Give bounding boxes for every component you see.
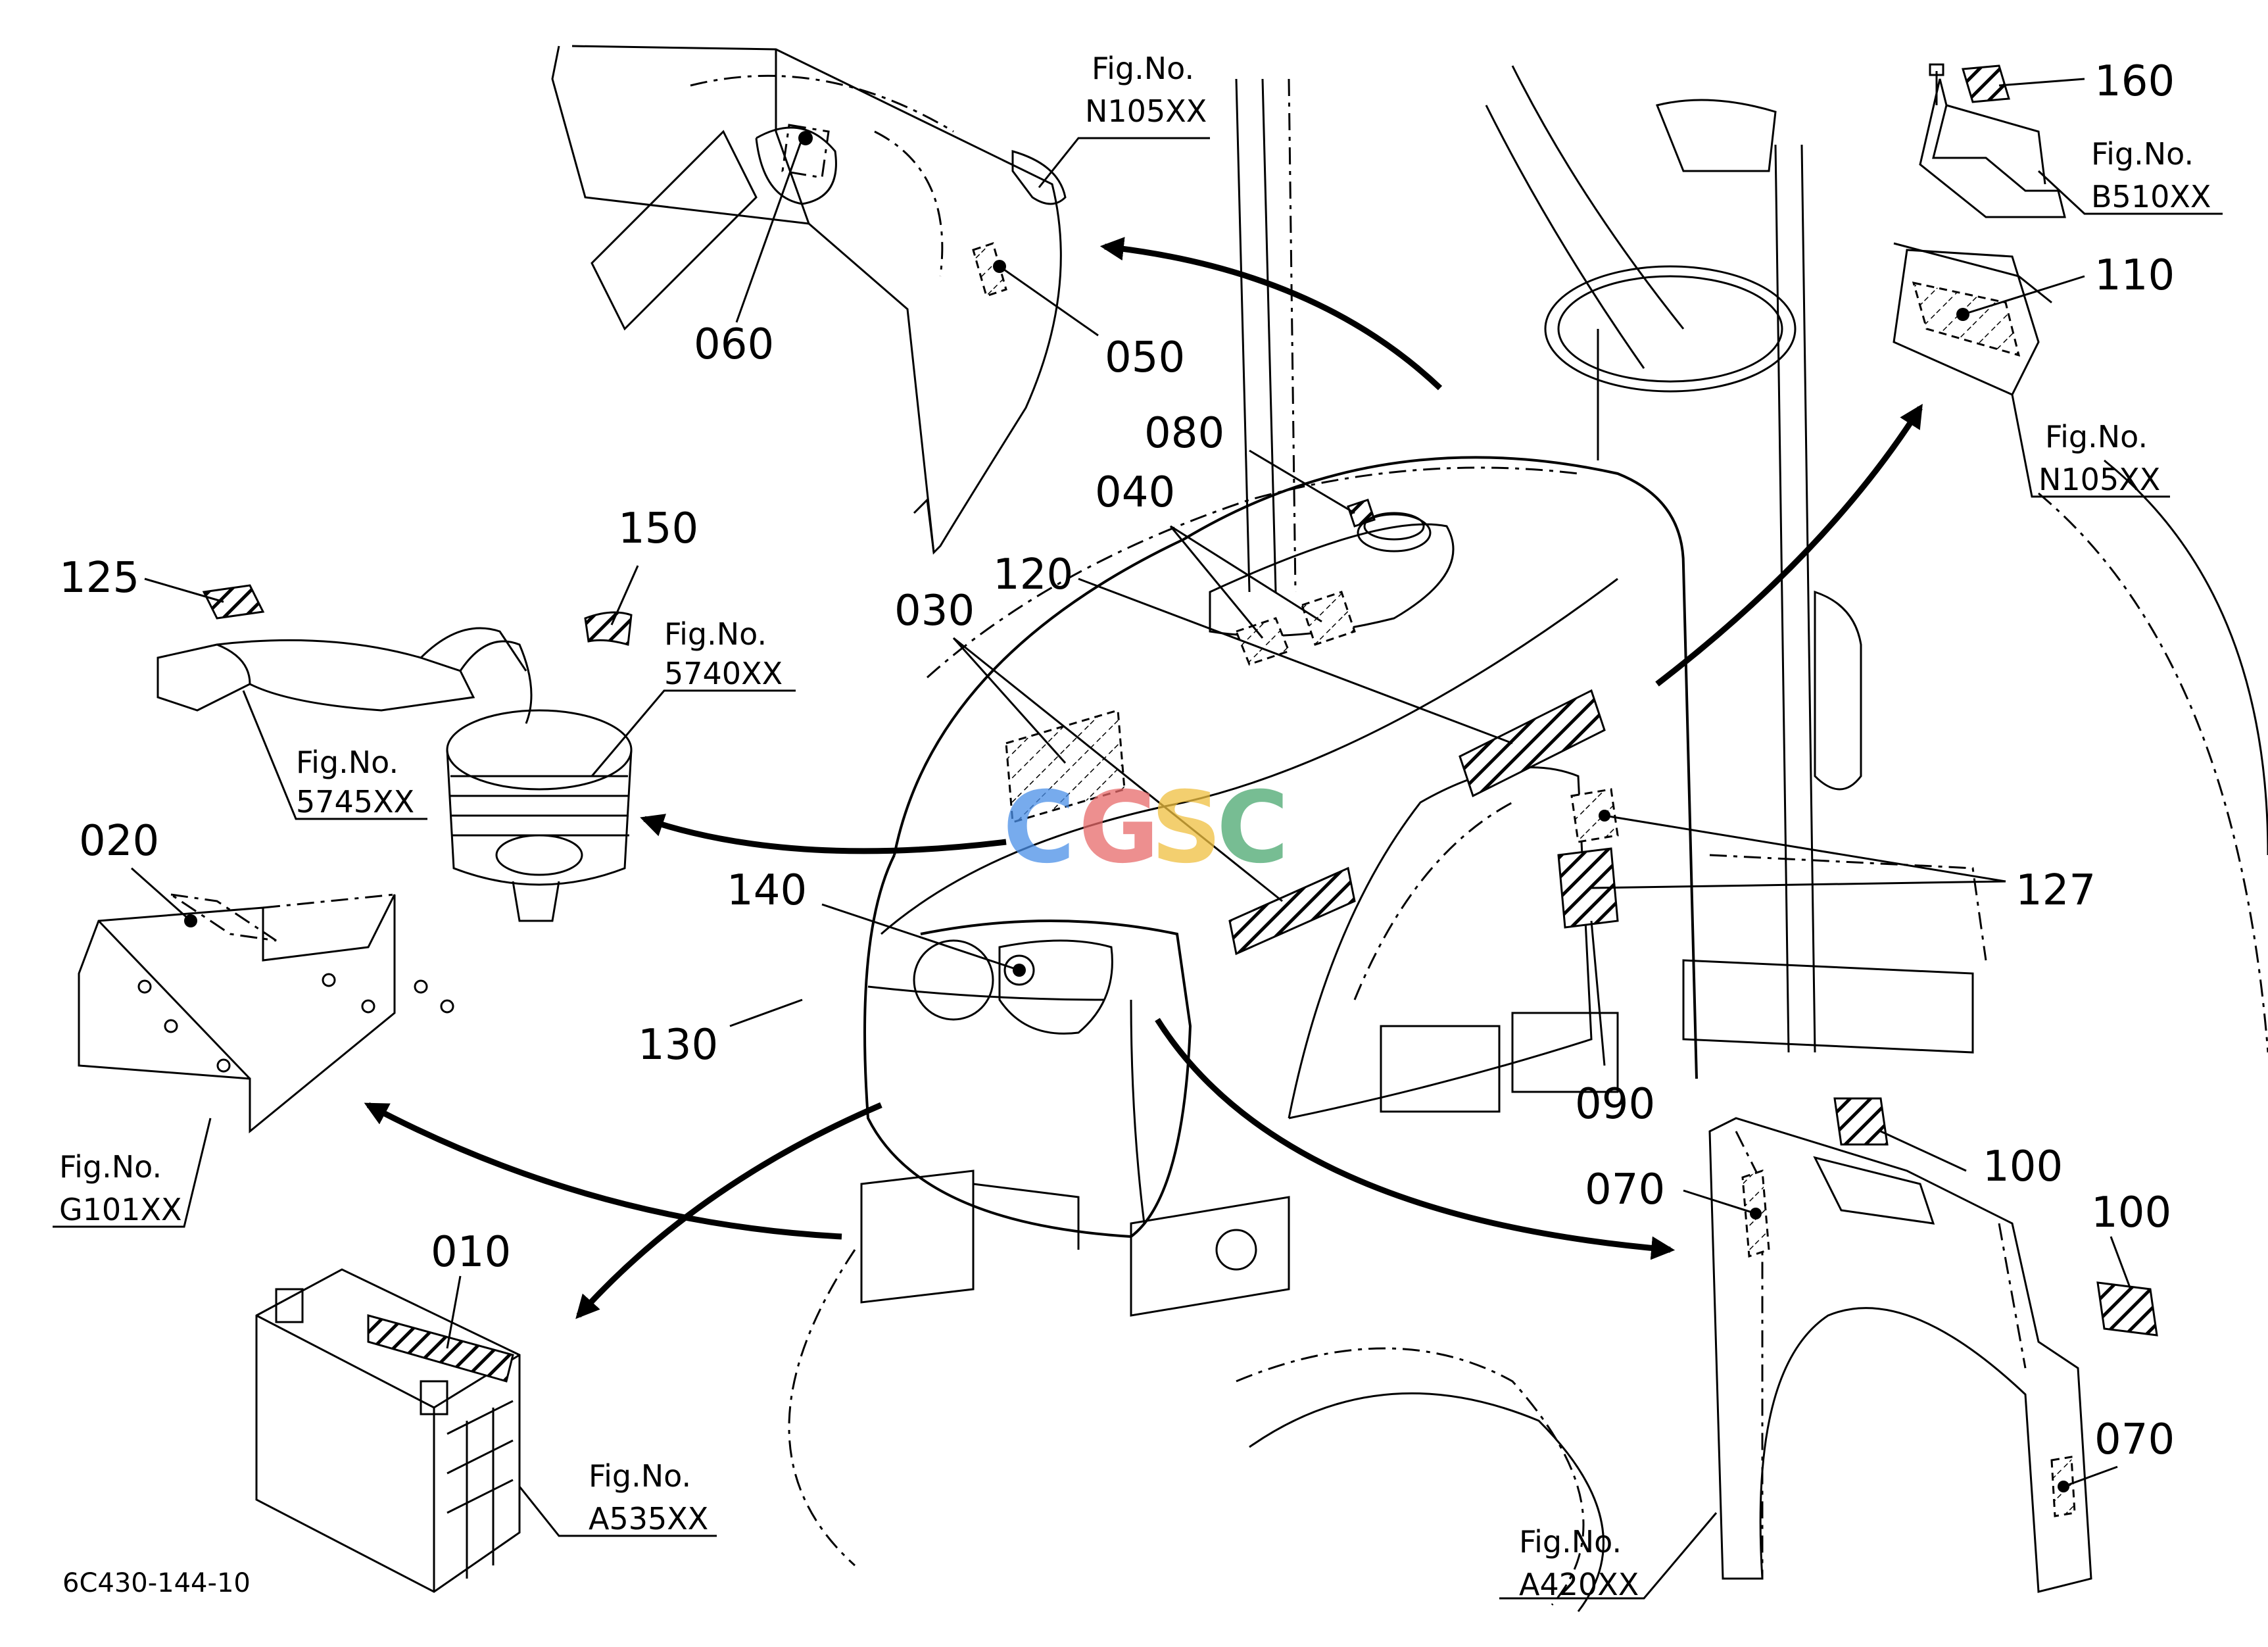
fig-b510-code: B510XX [2091,179,2211,214]
fig-g101-prefix: Fig.No. [59,1149,162,1185]
callout-140: 140 [727,866,807,915]
grille-frame-detail [1708,1097,2158,1593]
fig-5745-code: 5745XX [296,784,414,820]
callout-030: 030 [894,587,975,635]
fig-a535-prefix: Fig.No. [589,1458,691,1494]
tractor-body [788,65,2268,1612]
leader-lines [53,78,2223,1600]
watermark-letter-4: C [1217,771,1289,885]
callout-numbers: 010 020 030 040 050 060 070 070 080 090 … [59,57,2175,1464]
callout-110: 110 [2094,251,2175,300]
fig-5740-code: 5740XX [664,656,783,691]
fig-n105-right-prefix: Fig.No. [2045,419,2148,455]
front-bracket-detail [78,893,454,1134]
callout-100-right: 100 [2091,1189,2171,1237]
callout-125: 125 [59,554,139,602]
fig-a420-code: A420XX [1519,1567,1639,1602]
watermark-logo: C G S C [1003,771,1289,885]
fig-5745-prefix: Fig.No. [296,745,398,780]
controller-bracket-detail [1893,63,2066,396]
callout-020: 020 [79,817,159,866]
fig-5740-prefix: Fig.No. [664,616,767,652]
battery-detail [255,1268,521,1593]
watermark-letter-1: C [1003,771,1075,885]
callout-120: 120 [993,551,1073,599]
callout-150: 150 [618,504,698,553]
callout-160: 160 [2094,57,2175,106]
callout-080: 080 [1144,409,1224,458]
callout-040: 040 [1095,468,1175,517]
callout-050: 050 [1105,333,1185,382]
air-cleaner-detail [157,584,633,922]
callout-090: 090 [1575,1080,1655,1129]
callout-127: 127 [2015,866,2096,915]
reference-arrows [364,237,1923,1319]
drawing-code: 6C430-144-10 [62,1568,251,1598]
callout-070-bottom: 070 [2094,1415,2175,1464]
fig-a420-prefix: Fig.No. [1519,1524,1622,1560]
fig-b510-prefix: Fig.No. [2091,136,2194,172]
callout-100-top: 100 [1983,1143,2063,1191]
callout-060: 060 [694,320,774,369]
hood-panel-detail [551,45,1067,555]
figure-references: Fig.No. N105XX Fig.No. B510XX Fig.No. N1… [59,51,2211,1602]
fig-n105-top-prefix: Fig.No. [1092,51,1194,86]
fig-a535-code: A535XX [589,1501,708,1536]
fig-n105-right-code: N105XX [2039,462,2160,497]
callout-130: 130 [638,1021,718,1069]
callout-070-top: 070 [1585,1166,1665,1214]
fig-g101-code: G101XX [59,1192,181,1227]
fig-n105-top-code: N105XX [1085,93,1207,129]
callout-010: 010 [431,1228,511,1277]
watermark-letter-3: S [1151,771,1222,885]
watermark-letter-2: G [1078,771,1159,885]
